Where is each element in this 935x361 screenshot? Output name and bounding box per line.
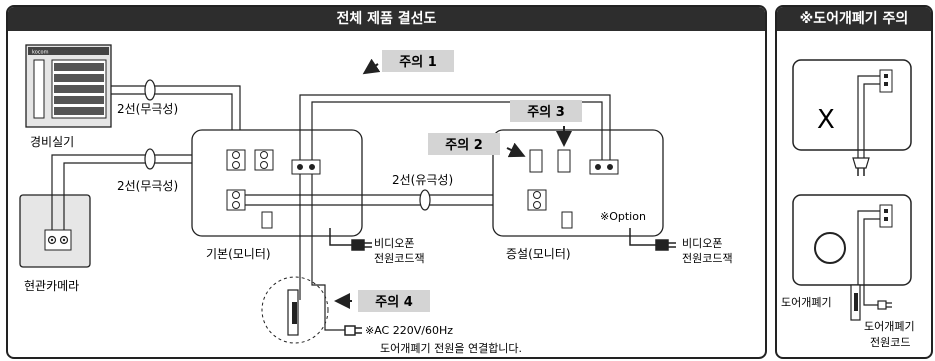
correct-wiring-example (792, 194, 912, 321)
entrance-camera (19, 194, 91, 268)
ferrite-core-mid (144, 148, 156, 170)
caution-4: 주의 4 (334, 290, 430, 312)
caution-4-label: 주의 4 (375, 294, 413, 310)
video-phone-jack-a-line2: 전원코드잭 (374, 252, 425, 265)
caution-2-label: 주의 2 (445, 137, 483, 153)
correct-mark (814, 232, 846, 264)
caution-1-label: 주의 1 (399, 54, 437, 70)
wire-label-nonpolar-top: 2선(무극성) (117, 102, 178, 116)
power-cord-base (329, 228, 372, 251)
power-cord-extension (629, 228, 676, 251)
wire-label-nonpolar-mid: 2선(무극성) (117, 179, 178, 193)
wrong-mark: X (817, 105, 835, 135)
caution-3-label: 주의 3 (527, 104, 565, 120)
caution-2: 주의 2 (428, 133, 526, 158)
ferrite-core-top (144, 79, 156, 101)
option-note: ※Option (600, 210, 646, 223)
door-opener-label: 도어개폐기 (781, 296, 832, 309)
door-opener-lines (299, 94, 611, 331)
video-phone-jack-b-line2: 전원코드잭 (682, 252, 733, 265)
ac-note-line1: ※AC 220V/60Hz (365, 324, 453, 337)
caution-3: 주의 3 (510, 100, 582, 147)
caution-1: 주의 1 (362, 50, 454, 75)
ac-note-line2: 도어개폐기 전원을 연결합니다. (380, 342, 522, 355)
entrance-camera-label: 현관카메라 (24, 279, 79, 293)
video-phone-jack-b-line1: 비디오폰 (682, 237, 722, 250)
video-phone-jack-a-line1: 비디오폰 (374, 237, 414, 250)
door-opener-device (287, 289, 299, 336)
door-opener-cord-line2: 전원코드 (870, 336, 910, 349)
door-opener-callout (261, 276, 329, 344)
security-room-unit: kocom (25, 44, 112, 128)
wrong-wiring-example (792, 59, 912, 176)
ferrite-core-polar (419, 189, 431, 211)
security-room-unit-label: 경비실기 (30, 135, 74, 149)
extension-monitor-label: 증설(모니터) (506, 247, 571, 261)
base-monitor (191, 129, 363, 237)
main-panel-title: 전체 제품 결선도 (8, 7, 765, 31)
side-panel-title: ※도어개폐기 주의 (777, 7, 931, 31)
door-opener-cord-line1: 도어개폐기 (864, 320, 915, 333)
wire-label-polar: 2선(유극성) (392, 173, 453, 187)
extension-monitor (492, 129, 664, 237)
base-monitor-label: 기본(모니터) (206, 247, 271, 261)
door-opener-plug (344, 325, 362, 336)
keypad-brand: kocom (32, 50, 49, 56)
keypad-grid (54, 63, 104, 115)
wire-base-to-extension (245, 194, 530, 206)
